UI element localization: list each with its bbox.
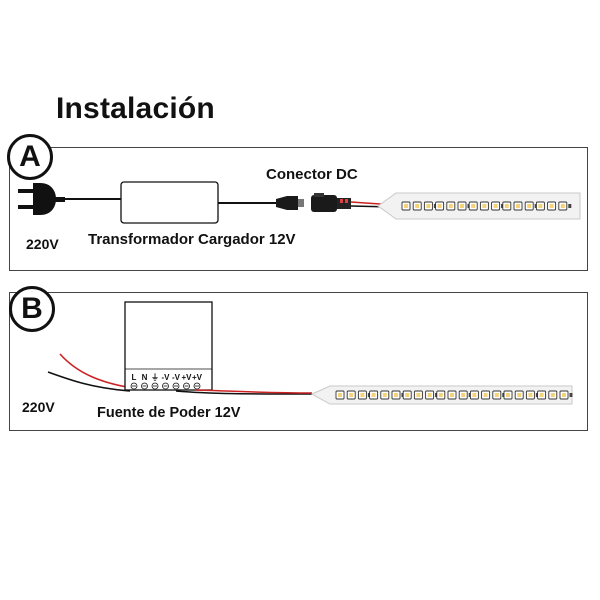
power-supply-label: Fuente de Poder 12V <box>97 405 241 421</box>
led-chip-phosphor <box>371 393 376 397</box>
led-chip-phosphor <box>483 393 488 397</box>
led-chip-phosphor <box>560 204 565 208</box>
power-plug-icon <box>18 183 65 215</box>
led-chip-phosphor <box>338 393 342 397</box>
led-chip-phosphor <box>394 393 398 397</box>
led-chip-phosphor <box>517 393 522 397</box>
led-chip-phosphor <box>404 204 408 208</box>
transformer-label: Transformador Cargador 12V <box>88 231 296 248</box>
led-chip-phosphor <box>482 204 487 208</box>
resistor <box>569 393 573 397</box>
panel-b <box>9 292 588 431</box>
power-adapter-icon <box>120 181 219 224</box>
dc-plug-icon <box>276 196 304 210</box>
led-chip-phosphor <box>516 204 520 208</box>
led-chip-phosphor <box>450 393 454 397</box>
led-chip-phosphor <box>493 204 498 208</box>
led-chip-phosphor <box>506 393 510 397</box>
led-chip-phosphor <box>527 204 532 208</box>
terminal-label: +V <box>181 373 192 382</box>
led-chip-phosphor <box>471 204 476 208</box>
led-chip-phosphor <box>405 393 410 397</box>
led-chip-phosphor <box>472 393 477 397</box>
terminal-label: ⏚ <box>151 373 159 382</box>
terminal-label: N <box>142 373 148 382</box>
led-chip-phosphor <box>550 393 555 397</box>
connector-label: Conector DC <box>266 166 358 183</box>
led-chip-phosphor <box>549 204 554 208</box>
section-badge-b: B <box>9 286 55 332</box>
led-strip-icon <box>377 192 581 220</box>
led-chip-phosphor <box>494 393 499 397</box>
resistor <box>568 204 572 208</box>
led-chip-phosphor <box>426 204 431 208</box>
led-chip-phosphor <box>460 204 464 208</box>
terminal-label: -V <box>172 373 181 382</box>
dc-wire-red <box>194 389 313 394</box>
page-title: Instalación <box>56 92 215 125</box>
led-chip-phosphor <box>360 393 365 397</box>
led-strip-icon <box>310 385 573 405</box>
led-chip-phosphor <box>539 393 544 397</box>
voltage-label-a: 220V <box>26 236 59 252</box>
led-chip-phosphor <box>349 393 354 397</box>
power-supply-icon <box>124 301 213 391</box>
terminal-label: -V <box>162 373 171 382</box>
led-chip-phosphor <box>562 393 566 397</box>
terminal-label: L <box>132 373 137 382</box>
led-chip-phosphor <box>461 393 466 397</box>
led-chip-phosphor <box>504 204 509 208</box>
ac-wire-black <box>47 371 131 392</box>
led-chip-phosphor <box>427 393 432 397</box>
led-chip-phosphor <box>538 204 543 208</box>
led-chip-phosphor <box>416 393 421 397</box>
dc-connector-icon <box>311 193 351 212</box>
voltage-label-b: 220V <box>22 399 55 415</box>
led-chip-phosphor <box>438 393 443 397</box>
section-badge-a: A <box>7 134 53 180</box>
terminal-label: +V <box>192 373 203 382</box>
led-chip-phosphor <box>382 393 387 397</box>
led-chip-phosphor <box>528 393 533 397</box>
led-chip-phosphor <box>437 204 442 208</box>
dc-wire-black <box>175 390 313 395</box>
led-chip-phosphor <box>415 204 420 208</box>
led-chip-phosphor <box>448 204 453 208</box>
